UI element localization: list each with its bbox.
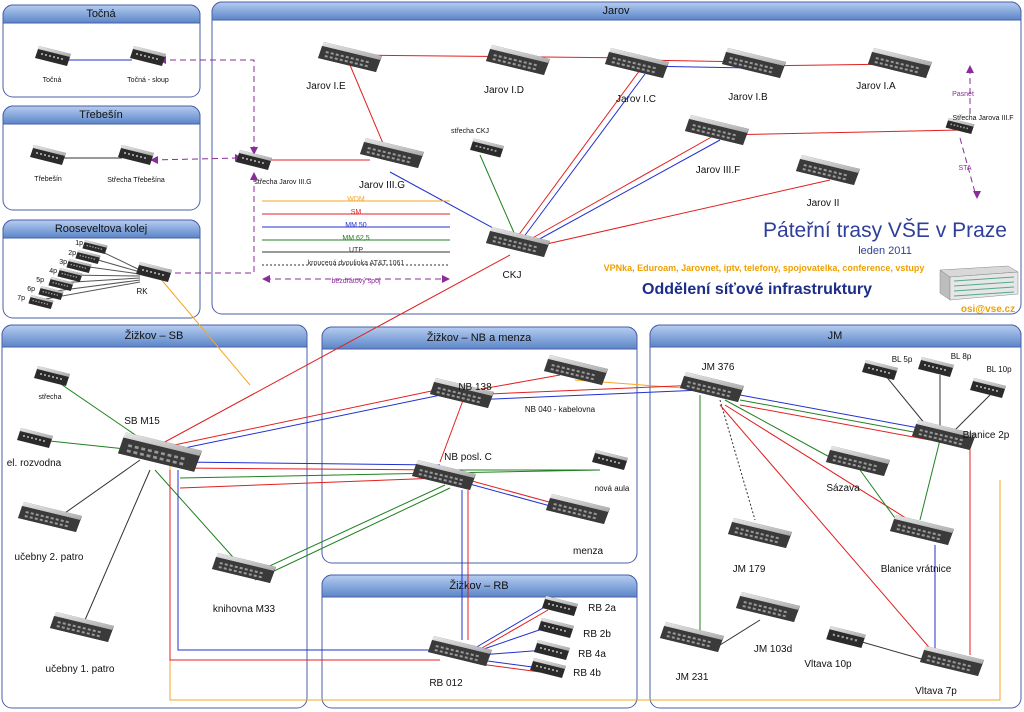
legend-utp: UTP bbox=[349, 247, 363, 254]
label-vltava10p: Vltava 10p bbox=[804, 659, 852, 670]
label-strecha-ckj: střecha CKJ bbox=[451, 128, 489, 135]
zone-title-roosevelt: Rooseveltova kolej bbox=[55, 223, 147, 235]
label-rb4a: RB 4a bbox=[578, 649, 606, 660]
label-bl5p: BL 5p bbox=[892, 355, 913, 364]
zone-title-zizkov-nb: Žižkov – NB a menza bbox=[427, 331, 532, 344]
services-line: VPNka, Eduroam, Jarovnet, iptv, telefony… bbox=[604, 263, 925, 273]
zone-tocna: Točná bbox=[2, 4, 201, 98]
legend-mm625: MM 62,5 bbox=[342, 235, 369, 242]
legend-mm50: MM 50 bbox=[345, 222, 367, 229]
zone-jarov: Jarov bbox=[211, 1, 1022, 315]
label-jarov-ib: Jarov I.B bbox=[728, 92, 768, 103]
label-strecha-jarov-iiig: střecha Jarov III.G bbox=[254, 179, 311, 186]
label-blanice2p: Blanice 2p bbox=[963, 430, 1010, 441]
contact-email: osi@vse.cz bbox=[961, 304, 1015, 315]
label-1p: 1p bbox=[75, 240, 83, 247]
label-strecha: střecha bbox=[39, 394, 62, 401]
zone-jm: JM bbox=[649, 324, 1022, 709]
label-rb2b: RB 2b bbox=[583, 629, 611, 640]
label-strecha-jarova-iiif: Střecha Jarova III.F bbox=[952, 115, 1013, 122]
zone-title-jm: JM bbox=[828, 330, 843, 342]
label-jarov-iiig: Jarov III.G bbox=[359, 180, 405, 191]
label-7p: 7p bbox=[17, 295, 25, 302]
label-el-rozvodna: el. rozvodna bbox=[7, 458, 62, 469]
label-ucebny2: učebny 2. patro bbox=[15, 552, 84, 563]
label-trebesin: Třebešín bbox=[34, 176, 62, 183]
label-menza: menza bbox=[573, 546, 603, 557]
label-rb4b: RB 4b bbox=[573, 668, 601, 679]
label-4p: 4p bbox=[49, 268, 57, 275]
label-jarov-ia: Jarov I.A bbox=[856, 81, 896, 92]
label-blanice-vratnice: Blanice vrátnice bbox=[881, 564, 952, 575]
label-sta: STA bbox=[958, 165, 971, 172]
links bbox=[39, 54, 1001, 701]
label-jm179: JM 179 bbox=[733, 564, 766, 575]
label-jarov-ie: Jarov I.E bbox=[306, 81, 346, 92]
label-bl10p: BL 10p bbox=[986, 365, 1012, 374]
legend-att: kroucená dvoulinka AT&T 1061 bbox=[308, 260, 405, 267]
label-2p: 2p bbox=[68, 250, 76, 257]
label-vltava7p: Vltava 7p bbox=[915, 686, 957, 697]
zone-title-jarov: Jarov bbox=[603, 5, 630, 17]
label-jarov-ii: Jarov II bbox=[807, 198, 840, 209]
label-knihovna-m33: knihovna M33 bbox=[213, 604, 276, 615]
label-tocna: Točná bbox=[43, 77, 62, 84]
label-jarov-iiif: Jarov III.F bbox=[696, 165, 740, 176]
label-ckj: CKJ bbox=[503, 270, 522, 281]
label-rk: RK bbox=[136, 287, 148, 296]
legend-wdm: WDM bbox=[347, 196, 365, 203]
department-name: Oddělení síťové infrastruktury bbox=[642, 281, 872, 298]
label-nb138: NB 138 bbox=[458, 382, 492, 393]
label-jm231: JM 231 bbox=[676, 672, 709, 683]
title-date: leden 2011 bbox=[858, 245, 912, 257]
main-title: Páteřní trasy VŠE v Praze bbox=[763, 219, 1007, 242]
zone-title-zizkov-sb: Žižkov – SB bbox=[125, 329, 184, 342]
label-nb040: NB 040 - kabelovna bbox=[525, 405, 596, 414]
label-bl8p: BL 8p bbox=[951, 352, 972, 361]
zone-title-trebesin: Třebešín bbox=[79, 109, 122, 121]
label-ucebny1: učebny 1. patro bbox=[46, 664, 115, 675]
label-rb2a: RB 2a bbox=[588, 603, 616, 614]
zone-zizkov-sb: Žižkov – SB bbox=[1, 324, 308, 709]
label-5p: 5p bbox=[36, 277, 44, 284]
zone-zizkov-nb: Žižkov – NB a menza bbox=[321, 326, 638, 564]
label-pasnet: Pasnet bbox=[952, 91, 974, 98]
label-nb-posl-c: NB posl. C bbox=[444, 452, 492, 463]
label-jm103d: JM 103d bbox=[754, 644, 792, 655]
label-rb012: RB 012 bbox=[429, 678, 463, 689]
zone-title-tocna: Točná bbox=[86, 8, 116, 20]
legend-sm: SM bbox=[351, 209, 362, 216]
legend-wireless: bezdrátový spoj bbox=[331, 278, 380, 285]
label-sazava: Sázava bbox=[826, 483, 860, 494]
title-block: Páteřní trasy VŠE v Praze leden 2011 VPN… bbox=[604, 219, 1019, 315]
label-sb-m15: SB M15 bbox=[124, 416, 160, 427]
label-3p: 3p bbox=[59, 259, 67, 266]
zone-title-zizkov-rb: Žižkov – RB bbox=[449, 579, 508, 592]
label-tocna-sloup: Točná - sloup bbox=[127, 77, 169, 84]
label-strecha-trebesina: Střecha Třebešína bbox=[107, 177, 165, 184]
legend: WDM SM MM 50 MM 62,5 UTP kroucená dvouli… bbox=[262, 196, 450, 285]
label-nova-aula: nová aula bbox=[595, 484, 630, 493]
server-rack-icon bbox=[939, 265, 1019, 301]
label-jm376: JM 376 bbox=[702, 362, 735, 373]
node-labels: Točná Točná - sloup Třebešín Střecha Tře… bbox=[7, 77, 1014, 697]
label-6p: 6p bbox=[27, 286, 35, 293]
label-jarov-ic: Jarov I.C bbox=[616, 94, 656, 105]
zone-zizkov-rb: Žižkov – RB bbox=[321, 574, 638, 709]
label-jarov-id: Jarov I.D bbox=[484, 85, 524, 96]
